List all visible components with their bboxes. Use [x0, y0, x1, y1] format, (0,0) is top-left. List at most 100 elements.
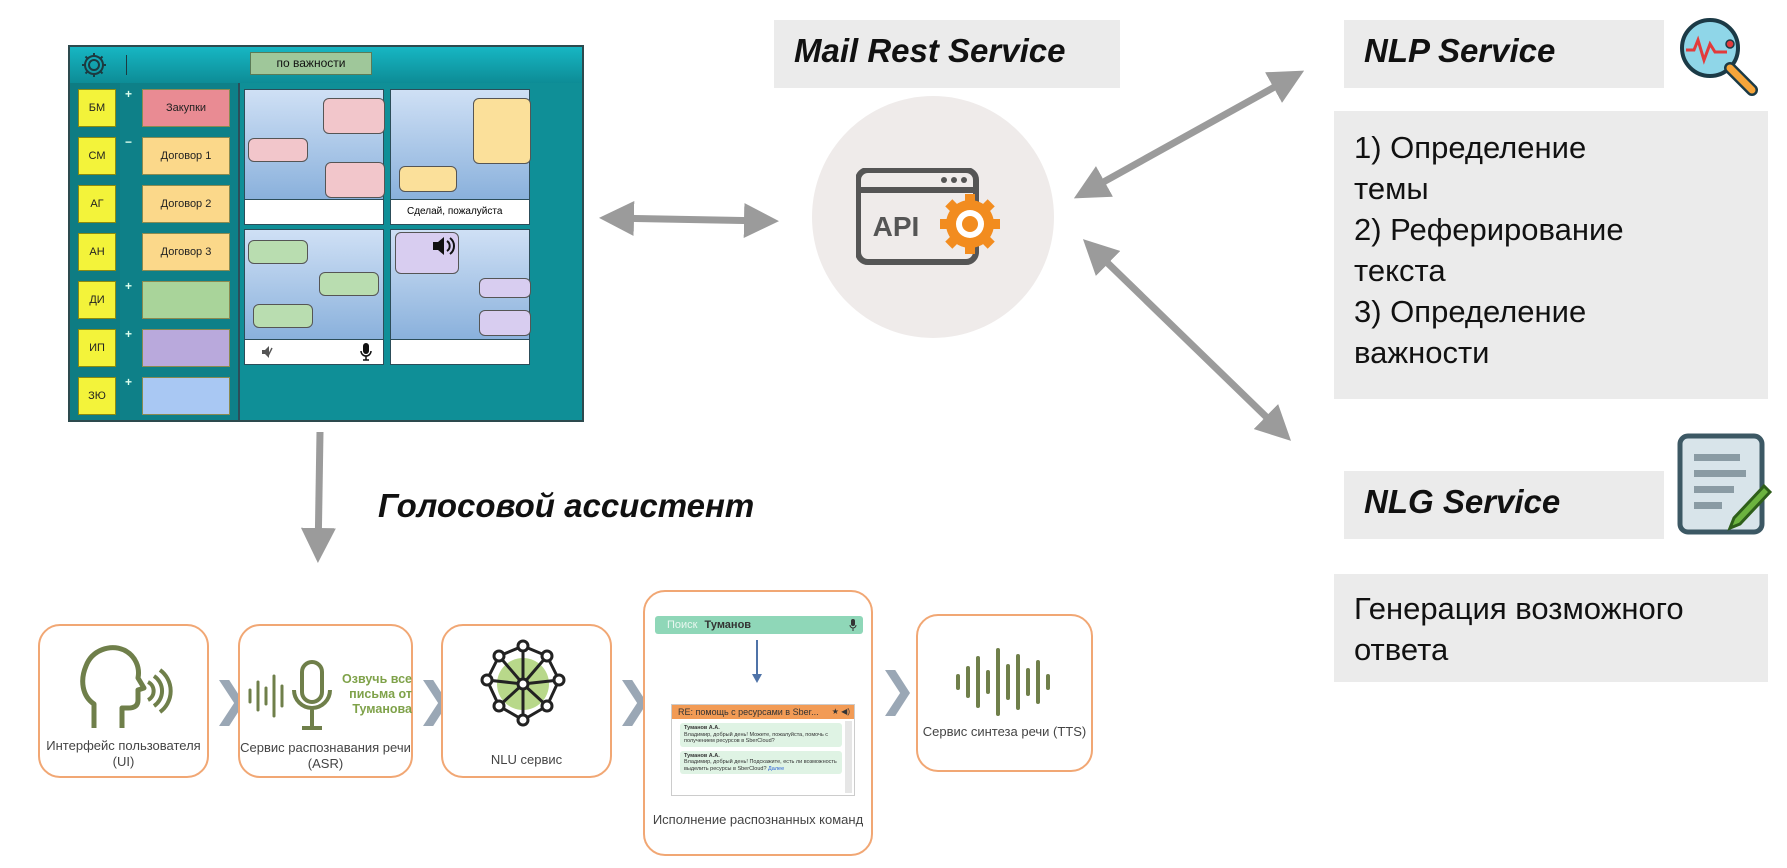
api-circle: API [812, 96, 1054, 338]
down-arrow-icon [752, 640, 762, 683]
mail-more-link[interactable]: Далее [768, 765, 785, 772]
sound-wave-icon [956, 648, 1050, 716]
voice-controls [245, 339, 383, 364]
neural-brain-icon [480, 639, 566, 727]
nlp-service-title: NLP Service [1364, 32, 1556, 69]
arrow-mockup-to-mail [599, 201, 779, 238]
arrow-mockup-to-assistant [300, 431, 336, 563]
document-item-2[interactable]: Договор 1 [142, 137, 230, 175]
document-item-7[interactable] [142, 377, 230, 415]
message-card[interactable] [248, 240, 308, 264]
search-field[interactable]: Поиск Туманов [655, 616, 863, 634]
nlg-service-title-box: NLG Service [1344, 471, 1664, 539]
tag-1[interactable]: БМ [78, 89, 116, 127]
mail-subject-bar[interactable]: RE: помощь с ресурсами в Sber... ★ ◀) [672, 705, 854, 719]
tag-2[interactable]: СМ [78, 137, 116, 175]
asr-recognized-phrase: Озвучь все письма от Туманова [342, 672, 412, 716]
message-card[interactable] [248, 138, 308, 162]
arrow-mail-to-nlg [1082, 239, 1292, 441]
message-card[interactable] [399, 166, 457, 192]
pipeline-ui-box: Интерфейс пользователя (UI) [38, 624, 209, 778]
mail-body-1: Владимир, добрый день! Можете, пожалуйст… [684, 731, 829, 745]
reply-field[interactable]: Сделай, пожалуйста [391, 199, 529, 224]
pipeline-asr-box: Озвучь все письма от Туманова Сервис рас… [238, 624, 413, 778]
expand-icon[interactable]: + [125, 327, 133, 341]
microphone-icon[interactable] [849, 619, 857, 631]
ui-caption: Интерфейс пользователя (UI) [46, 738, 201, 769]
tag-6[interactable]: ИП [78, 329, 116, 367]
api-gear-icon: API [856, 168, 1000, 265]
scrollbar[interactable] [845, 721, 852, 793]
tag-7[interactable]: ЗЮ [78, 377, 116, 415]
mail-message-1[interactable]: Туманов А.А. Владимир, добрый день! Може… [680, 723, 842, 747]
mail-message-2[interactable]: Туманов А.А. Владимир, добрый день! Подс… [680, 750, 842, 774]
document-item-3[interactable]: Договор 2 [142, 185, 230, 223]
nlp-task-2: 2) Реферирование текста [1354, 212, 1624, 288]
speaker-icon[interactable] [431, 235, 455, 257]
mail-body-2: Владимир, добрый день! Подскажите, есть … [684, 759, 837, 772]
nlp-task-1: 1) Определение темы [1354, 130, 1587, 206]
message-panel-3[interactable] [244, 229, 384, 365]
mail-author-1: Туманов А.А. [684, 725, 720, 731]
toolbar-divider [126, 55, 127, 75]
message-card[interactable] [323, 98, 385, 134]
message-card[interactable] [325, 162, 385, 198]
exec-caption: Исполнение распознанных команд [652, 812, 864, 827]
tag-3[interactable]: АГ [78, 185, 116, 223]
sort-by-importance-button[interactable]: по важности [250, 52, 372, 75]
tag-5[interactable]: ДИ [78, 281, 116, 319]
message-card[interactable] [479, 278, 531, 298]
expand-icon[interactable]: + [125, 87, 133, 101]
gear-icon[interactable] [80, 51, 108, 79]
voice-wave-microphone-icon [248, 660, 332, 730]
microphone-icon[interactable] [359, 342, 373, 362]
message-card[interactable] [473, 98, 531, 164]
pipeline-exec-box: Поиск Туманов RE: помощь с ресурсами в S… [643, 590, 873, 856]
message-panel-4[interactable] [390, 229, 531, 365]
message-panel-1[interactable] [244, 89, 385, 225]
document-item-4[interactable]: Договор 3 [142, 233, 230, 271]
document-item-6[interactable] [142, 329, 230, 367]
message-panel-2[interactable]: Сделай, пожалуйста [390, 89, 531, 225]
message-card[interactable] [479, 310, 531, 336]
search-placeholder: Поиск [667, 619, 698, 631]
tag-4[interactable]: АН [78, 233, 116, 271]
expand-icon[interactable]: + [125, 279, 133, 293]
mute-icon[interactable] [261, 345, 277, 359]
document-item-1[interactable]: Закупки [142, 89, 230, 127]
message-card[interactable] [395, 232, 459, 274]
document-item-5[interactable] [142, 281, 230, 319]
mail-service-title: Mail Rest Service [794, 32, 1066, 69]
message-card[interactable] [253, 304, 313, 328]
magnifier-analytics-icon [1680, 18, 1758, 96]
nlg-service-title: NLG Service [1364, 483, 1561, 520]
tts-caption: Сервис синтеза речи (TTS) [922, 724, 1087, 739]
message-card[interactable] [319, 272, 379, 296]
collapse-icon[interactable]: − [125, 135, 133, 149]
star-speaker-icon[interactable]: ★ ◀) [831, 707, 850, 716]
arrow-mail-to-nlp [1073, 70, 1305, 199]
document-edit-icon [1677, 433, 1773, 535]
mail-subject: RE: помощь с ресурсами в Sber... [678, 707, 819, 717]
voice-assistant-heading: Голосовой ассистент [378, 487, 755, 524]
expand-icon[interactable]: + [125, 375, 133, 389]
chevron-right-icon: ❯ [878, 662, 917, 716]
mail-client-mockup: по важности Сделай, пожалуйста [68, 45, 584, 422]
mockup-toolbar: по важности [70, 47, 582, 83]
search-value: Туманов [704, 619, 752, 631]
mail-service-title-box: Mail Rest Service [774, 20, 1120, 88]
mail-author-2: Туманов А.А. [684, 752, 720, 759]
nlp-task-3: 3) Определение важности [1354, 294, 1587, 370]
api-label: API [873, 211, 920, 242]
nlg-description: Генерация возможного ответа [1354, 591, 1684, 667]
speaking-head-icon [80, 645, 173, 728]
pipeline-nlu-box: NLU сервис [441, 624, 612, 778]
reply-field[interactable] [245, 199, 383, 224]
reply-text: Сделай, пожалуйста [407, 206, 503, 217]
nlg-service-description-box: Генерация возможного ответа [1334, 574, 1768, 682]
reply-field[interactable] [391, 339, 529, 364]
pipeline-tts-box: Сервис синтеза речи (TTS) [916, 614, 1093, 772]
